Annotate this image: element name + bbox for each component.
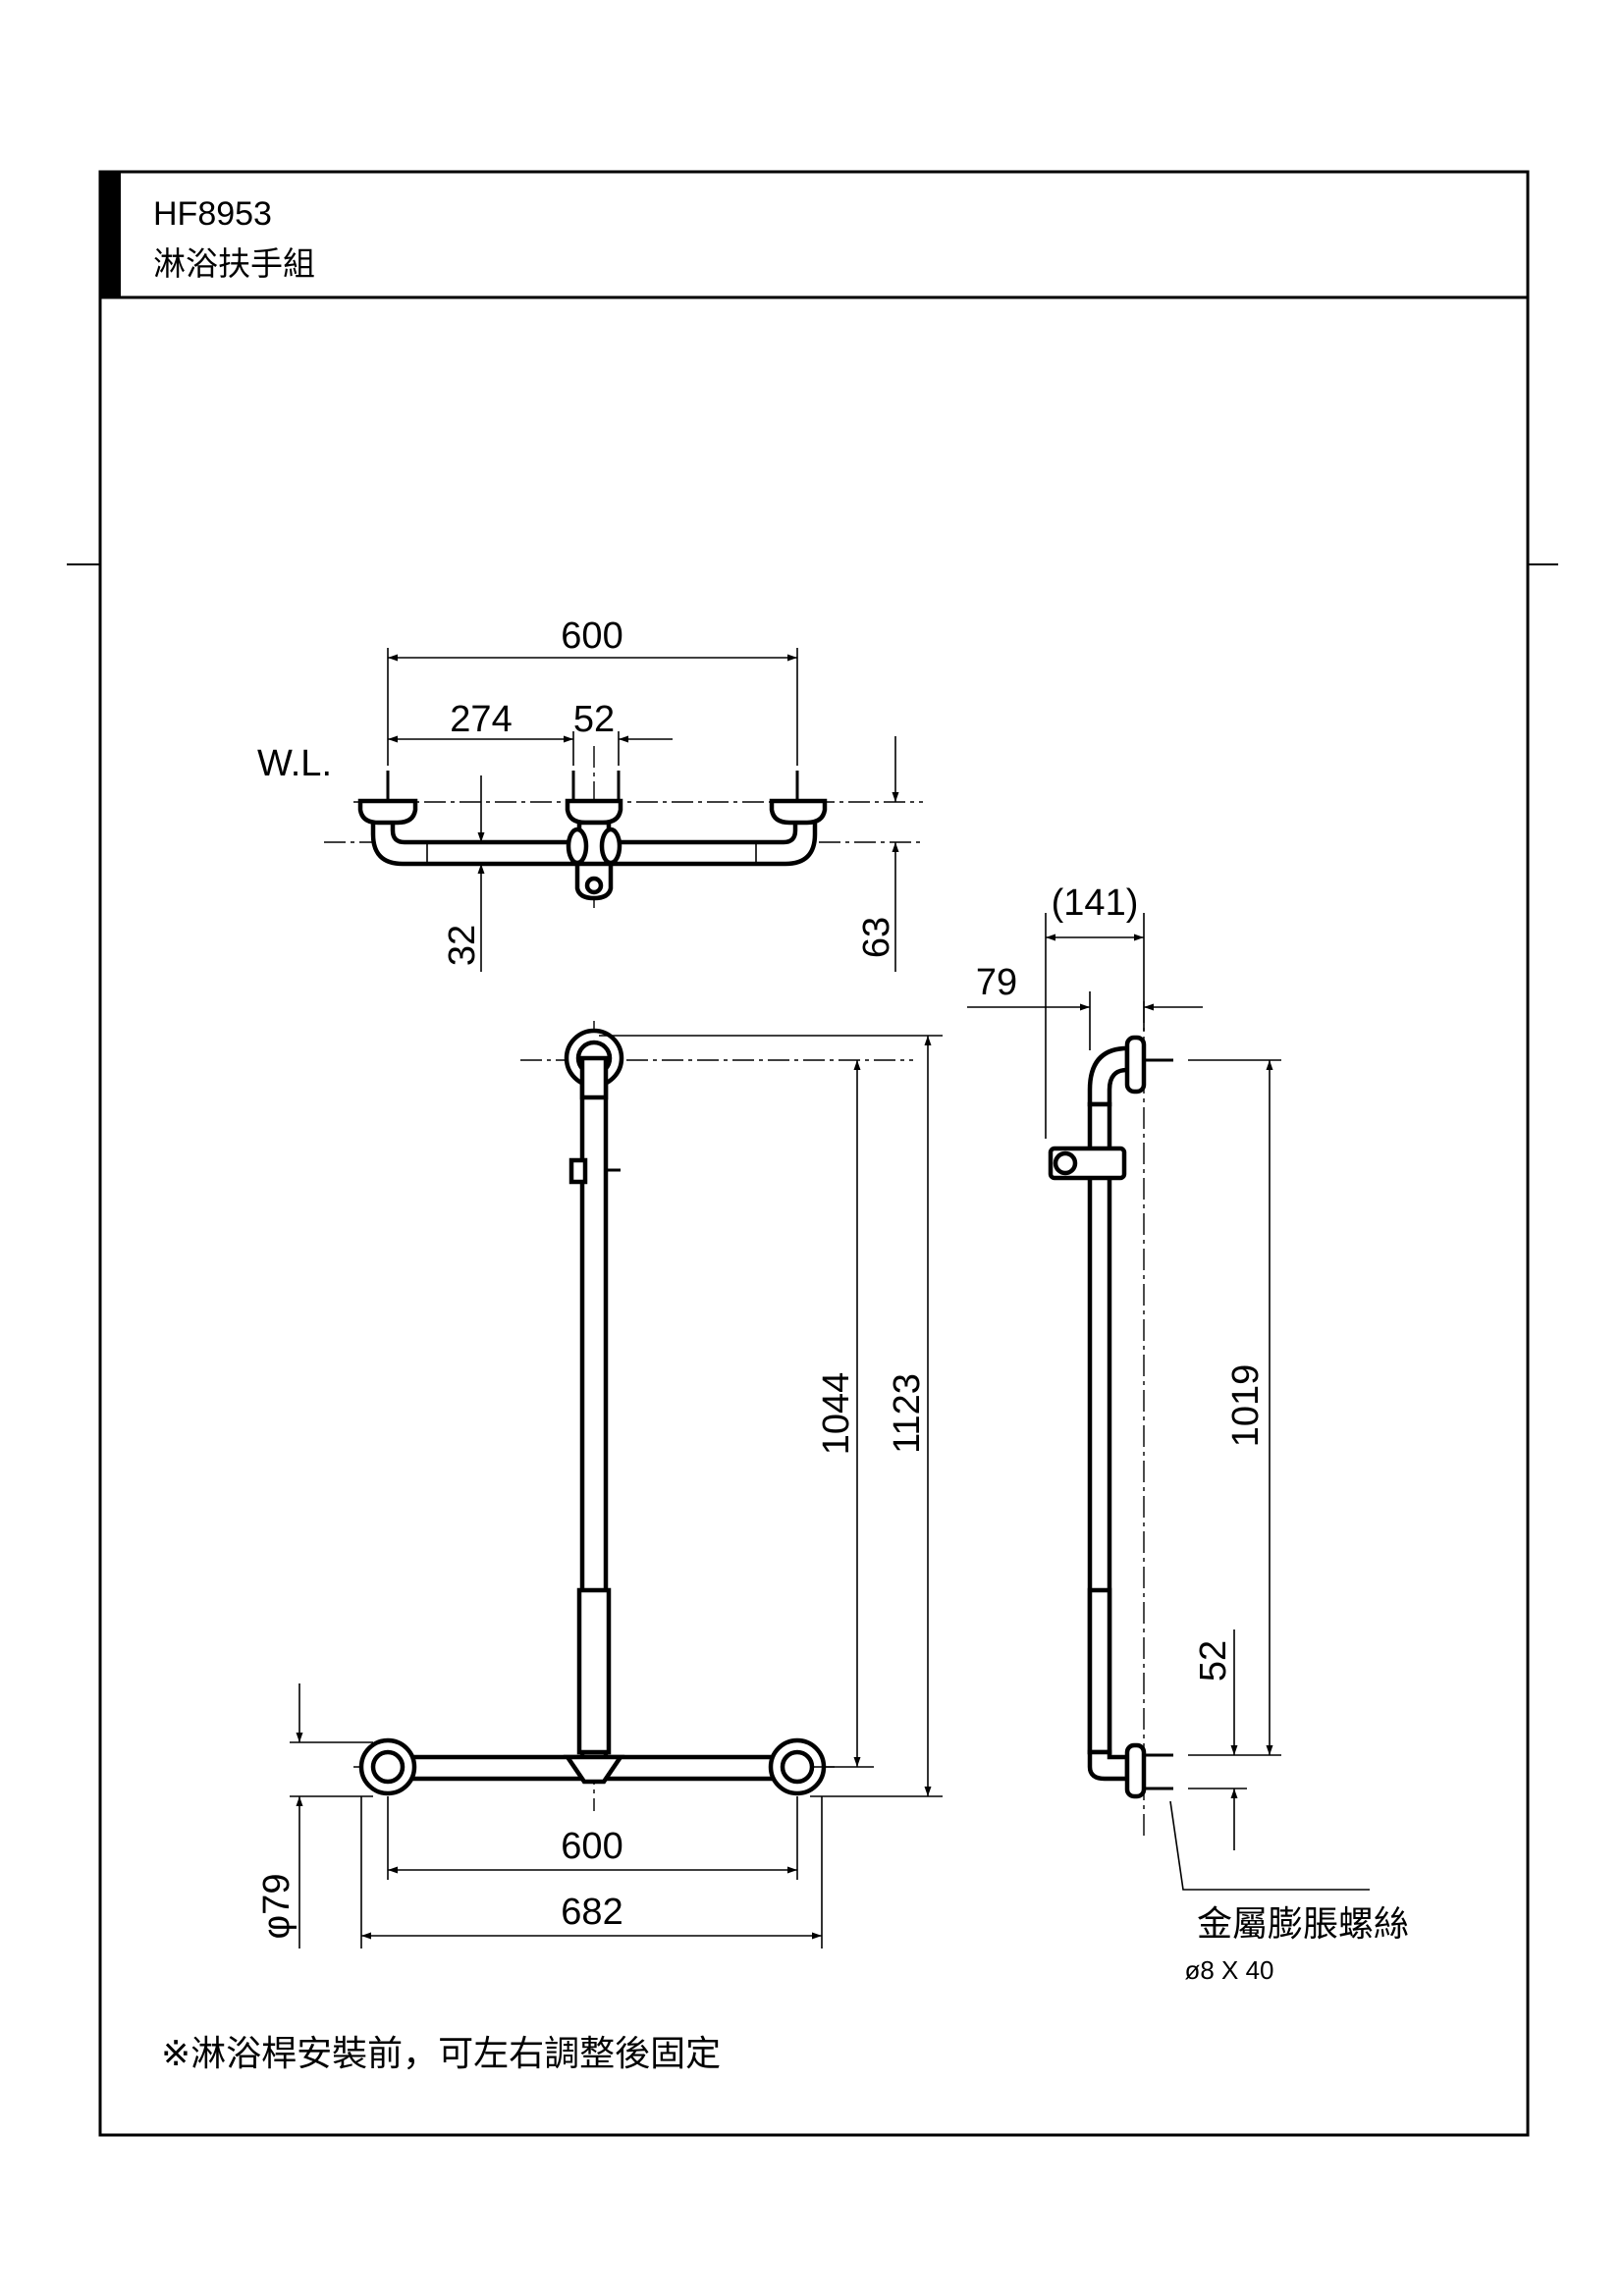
anchor-spec: ø8 X 40 <box>1184 1955 1273 1985</box>
dim-52-side: 52 <box>1193 1640 1234 1682</box>
dim-141: (141) <box>1052 882 1139 924</box>
front-view: 1044 1123 600 682 φ79 <box>256 1021 943 1949</box>
sheet-frame <box>98 170 1530 2137</box>
anchor-label: 金屬膨脹螺絲 <box>1197 1903 1409 1944</box>
dim-52-top: 52 <box>573 699 615 740</box>
dim-rosette-diameter: φ79 <box>256 1874 298 1940</box>
model-number: HF8953 <box>153 195 272 233</box>
dim-274: 274 <box>450 699 512 740</box>
dim-1044: 1044 <box>816 1372 857 1456</box>
dim-1123: 1123 <box>887 1373 928 1454</box>
dim-1019: 1019 <box>1225 1364 1267 1448</box>
dim-682: 682 <box>561 1892 622 1933</box>
dim-79: 79 <box>976 962 1017 1003</box>
wall-line-label: W.L. <box>257 743 332 784</box>
side-view: (141) 79 1019 52 金屬膨脹螺絲 ø8 X 40 <box>967 882 1409 1985</box>
header-accent-bar <box>100 172 121 297</box>
dim-600-front: 600 <box>561 1826 622 1867</box>
dim-32: 32 <box>442 925 483 966</box>
dim-63: 63 <box>856 917 897 958</box>
installation-note: ※淋浴桿安裝前，可左右調整後固定 <box>161 2033 721 2073</box>
top-view: 600 274 52 W.L. 32 63 <box>257 615 923 972</box>
product-name: 淋浴扶手組 <box>153 245 315 282</box>
dim-600-top: 600 <box>561 615 622 657</box>
